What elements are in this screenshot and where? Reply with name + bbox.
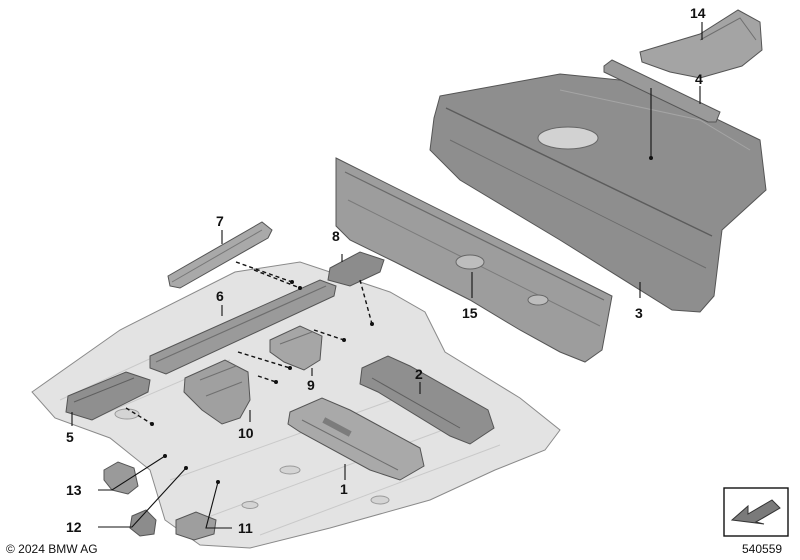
part-13-clip	[103, 461, 139, 495]
part-1-crossmember	[287, 397, 425, 481]
part-6-rail	[149, 279, 337, 375]
callout-8: 8	[332, 228, 340, 244]
part-5-sill-piece	[65, 371, 151, 421]
diagram-number: 540559	[742, 542, 782, 556]
callout-7: 7	[216, 213, 224, 229]
callout-15: 15	[462, 305, 478, 321]
part-8-bracket	[327, 251, 385, 287]
callout-12: 12	[66, 519, 82, 535]
callout-labels: 7 6 5 10 9 8 2 1 15 3 4 14 13 12 11	[66, 5, 706, 536]
part-14-bracket	[639, 9, 763, 79]
part-4-strip	[603, 59, 721, 123]
callout-9: 9	[307, 377, 315, 393]
callout-2: 2	[415, 366, 423, 382]
part-12-clip	[129, 509, 157, 537]
callout-10: 10	[238, 425, 254, 441]
callout-13: 13	[66, 482, 82, 498]
part-7-bracket	[167, 221, 273, 289]
part-2-crossmember	[359, 355, 495, 445]
leader-lines	[71, 22, 703, 529]
callout-1: 1	[340, 481, 348, 497]
assembly-dashed-lines	[125, 261, 373, 425]
callout-14: 14	[690, 5, 706, 21]
callout-3: 3	[635, 305, 643, 321]
copyright-text: © 2024 BMW AG	[6, 542, 98, 556]
callout-5: 5	[66, 429, 74, 445]
callout-4: 4	[695, 71, 703, 87]
direction-arrow-icon	[723, 487, 789, 537]
part-9-bracket	[269, 325, 323, 371]
callout-11: 11	[238, 520, 253, 536]
part-10-bracket	[183, 359, 251, 425]
callout-6: 6	[216, 288, 224, 304]
part-15-heel-panel	[335, 157, 613, 363]
part-11-clip	[175, 511, 217, 541]
